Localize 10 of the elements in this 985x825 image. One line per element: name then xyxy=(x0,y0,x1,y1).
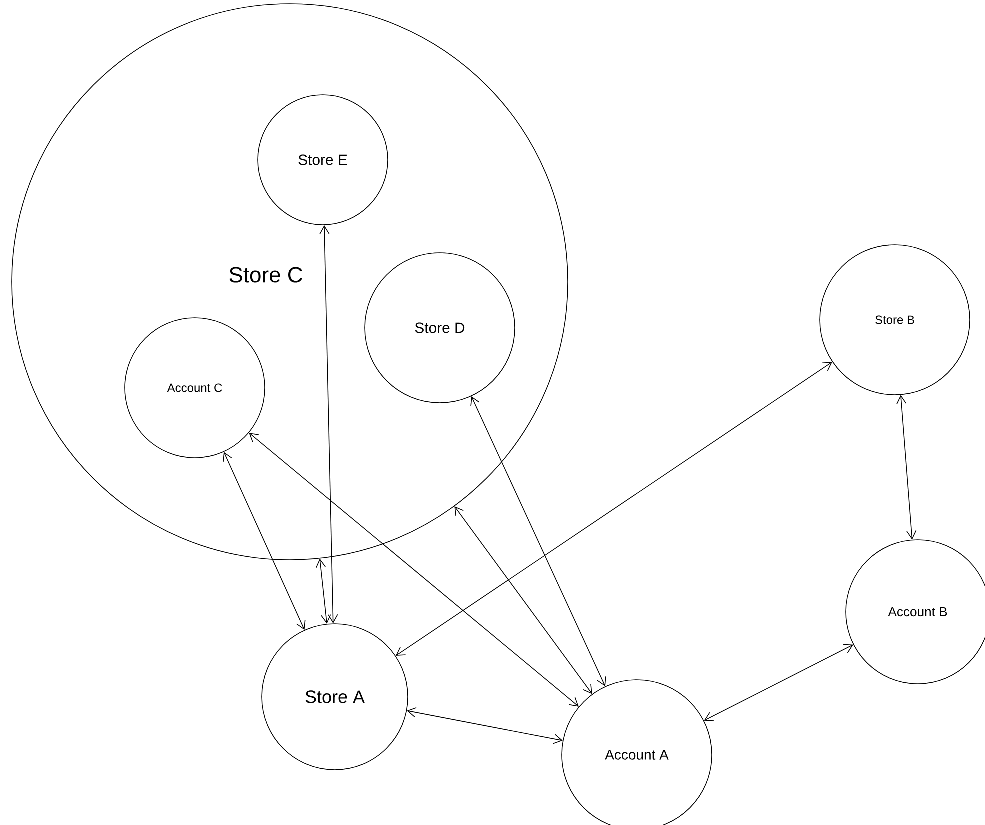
arrow xyxy=(896,395,917,540)
arrow xyxy=(454,506,592,694)
arrow xyxy=(470,396,606,687)
arrow xyxy=(320,225,338,624)
arrow xyxy=(223,452,306,630)
arrow xyxy=(704,644,854,722)
arrow xyxy=(396,362,832,656)
arrow xyxy=(249,432,579,707)
arrow xyxy=(316,558,332,624)
arrow xyxy=(407,708,563,744)
